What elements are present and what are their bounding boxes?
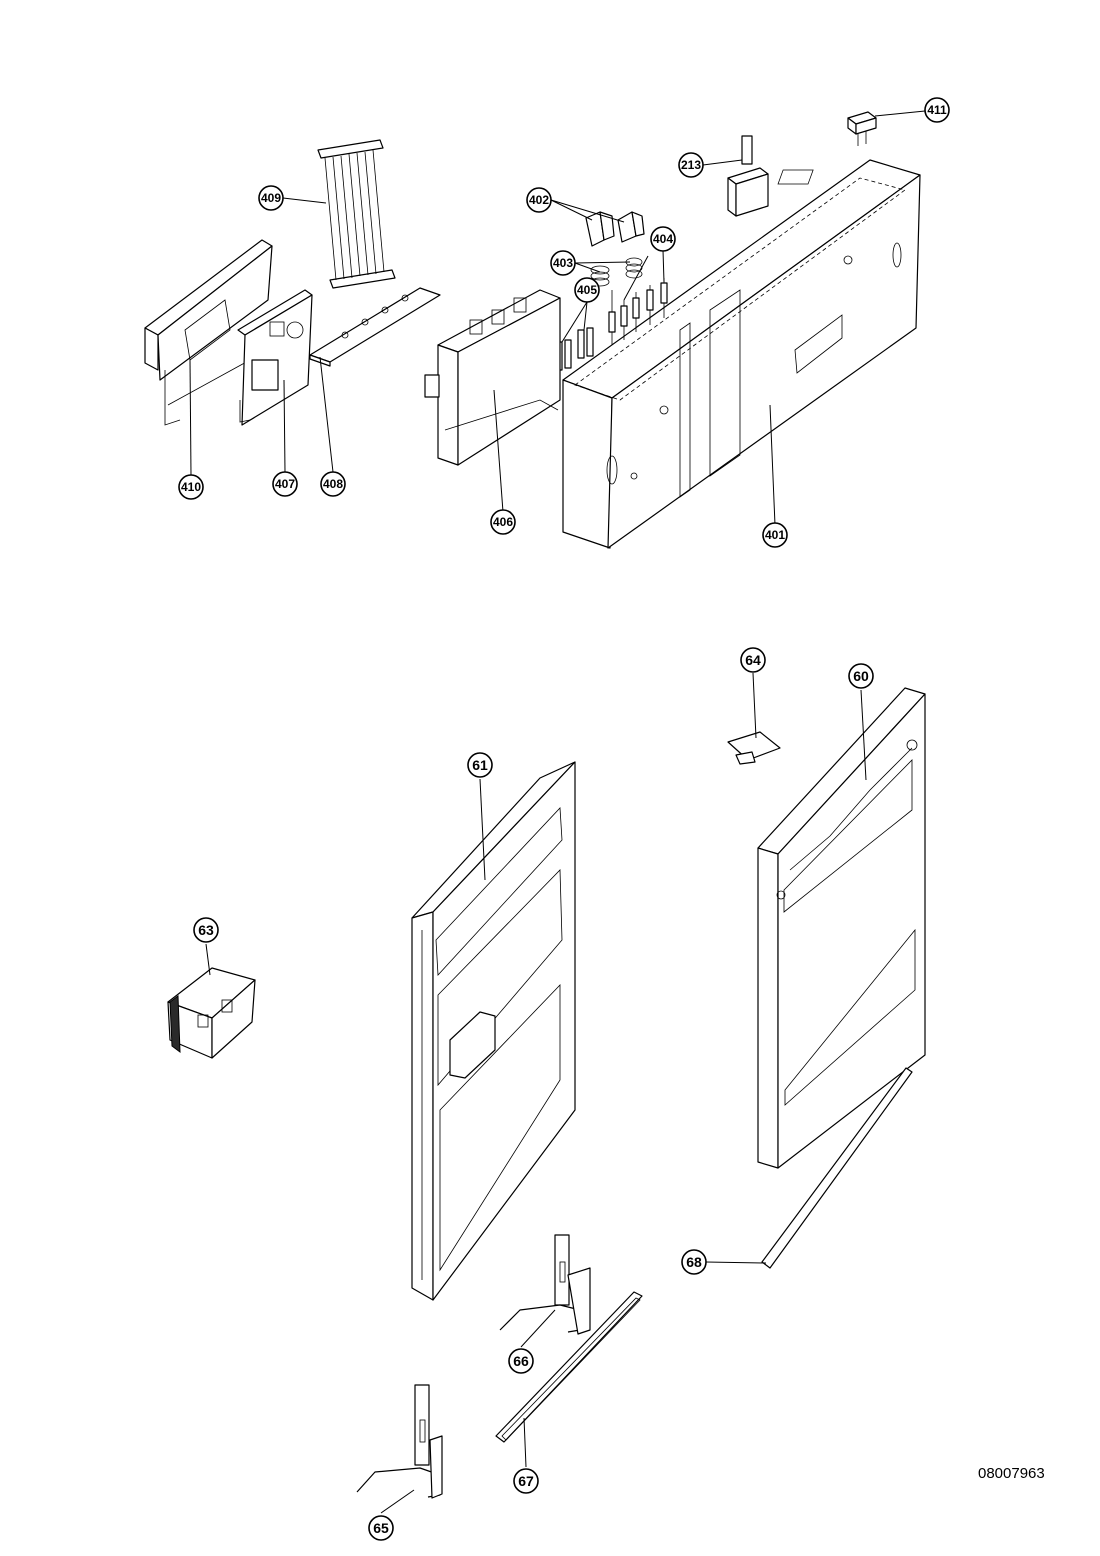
callout-407: 407	[272, 471, 298, 497]
part-66-hinge	[499, 1234, 591, 1335]
svg-text:213: 213	[681, 158, 701, 172]
callout-65: 65	[368, 1515, 394, 1541]
callout-405: 405	[574, 277, 600, 303]
svg-text:402: 402	[529, 193, 549, 207]
callout-67: 67	[513, 1468, 539, 1494]
part-65-hinge	[356, 1384, 443, 1499]
svg-text:407: 407	[275, 477, 295, 491]
part-60-outer-door	[757, 687, 926, 1169]
part-61-inner-door	[411, 761, 576, 1301]
callout-64: 64	[740, 647, 766, 673]
part-401-control-panel	[562, 159, 921, 549]
callout-411: 411	[924, 97, 950, 123]
callout-66: 66	[508, 1348, 534, 1374]
callout-410: 410	[178, 474, 204, 500]
callout-404: 404	[650, 226, 676, 252]
callout-68: 68	[681, 1249, 707, 1275]
svg-text:68: 68	[686, 1254, 702, 1270]
callout-406: 406	[490, 509, 516, 535]
svg-text:411: 411	[927, 103, 947, 117]
svg-text:406: 406	[493, 515, 513, 529]
svg-text:410: 410	[181, 480, 201, 494]
part-409-ribbon-cable	[317, 139, 396, 289]
callout-401: 401	[762, 522, 788, 548]
part-404-light-pipes	[608, 278, 668, 345]
callout-408: 408	[320, 471, 346, 497]
svg-text:405: 405	[577, 283, 597, 297]
part-408-display-board	[309, 287, 441, 367]
svg-text:66: 66	[513, 1353, 529, 1369]
part-411-clip	[847, 111, 877, 146]
callout-61: 61	[467, 752, 493, 778]
svg-text:61: 61	[472, 757, 488, 773]
callout-403: 403	[550, 250, 576, 276]
document-number: 08007963	[978, 1465, 1045, 1482]
svg-text:404: 404	[653, 232, 673, 246]
part-64-latch	[727, 731, 781, 765]
svg-text:403: 403	[553, 256, 573, 270]
part-410-bracket	[144, 239, 273, 426]
callout-402: 402	[526, 187, 552, 213]
callout-213: 213	[678, 152, 704, 178]
svg-text:408: 408	[323, 477, 343, 491]
callout-60: 60	[848, 663, 874, 689]
part-67-rail	[495, 1291, 643, 1443]
callout-409: 409	[258, 185, 284, 211]
leader-lines	[189, 110, 926, 1514]
part-63-dispenser	[167, 967, 256, 1059]
callout-63: 63	[193, 917, 219, 943]
part-213-switch	[727, 135, 769, 217]
svg-text:63: 63	[198, 922, 214, 938]
svg-text:65: 65	[373, 1520, 389, 1536]
svg-text:60: 60	[853, 668, 869, 684]
svg-text:64: 64	[745, 652, 761, 668]
part-407-power-board	[237, 289, 313, 426]
svg-text:401: 401	[765, 528, 785, 542]
part-68-strip	[761, 1067, 913, 1269]
part-402-buttons	[585, 211, 645, 247]
svg-text:409: 409	[261, 191, 281, 205]
svg-text:67: 67	[518, 1473, 534, 1489]
part-406-button-holder	[424, 289, 561, 466]
